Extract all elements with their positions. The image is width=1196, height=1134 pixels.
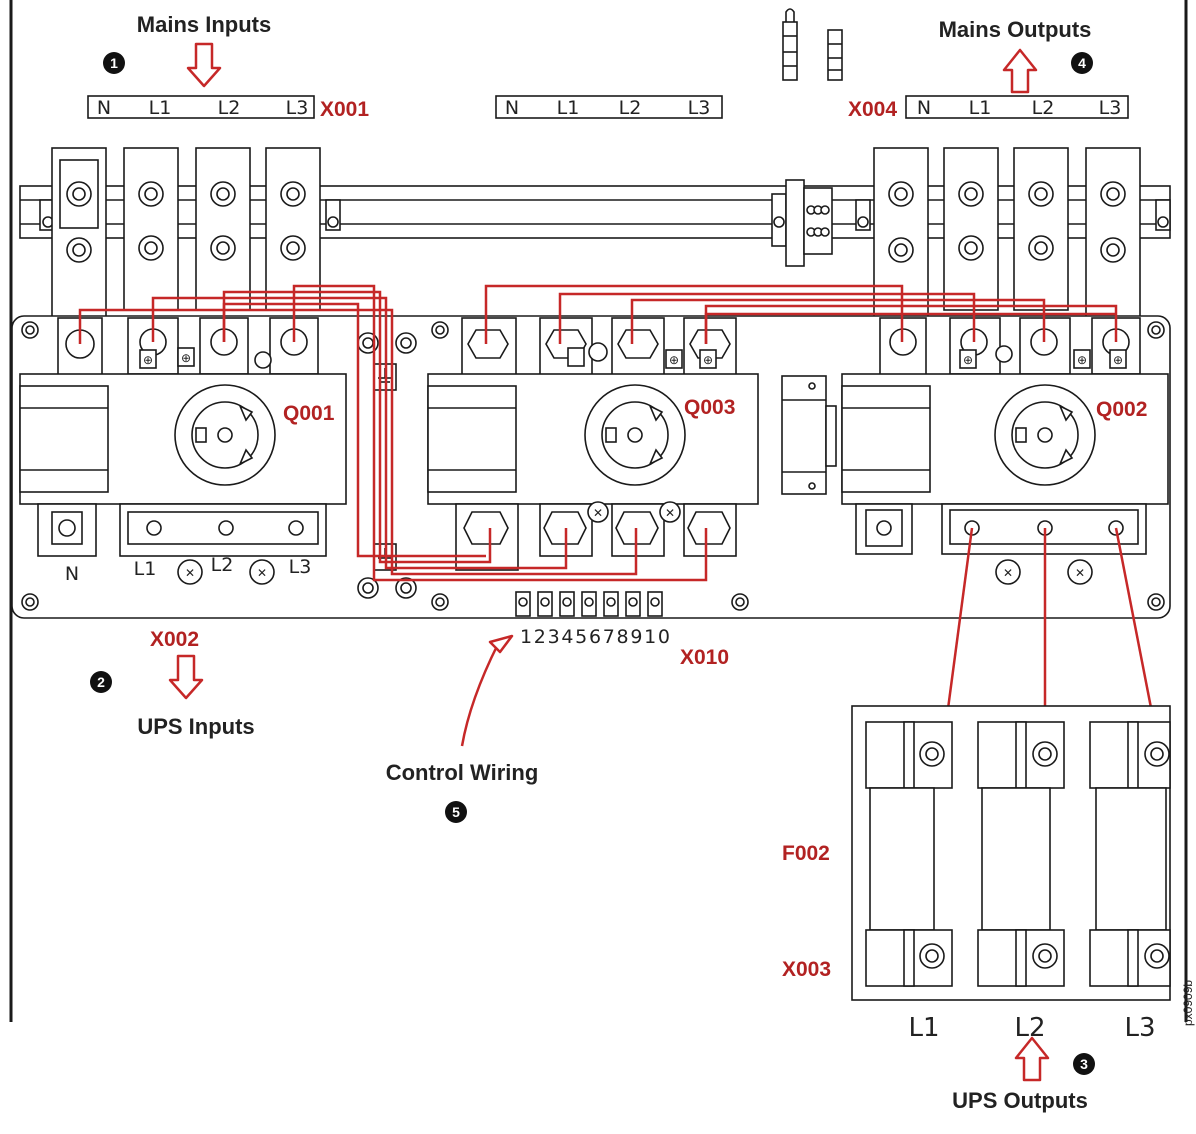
jumper-connector-icon bbox=[782, 8, 843, 81]
switch-q002: ⊕ ⊕ ⊕ ✕ ✕ bbox=[841, 317, 1169, 585]
marker-5: 5 bbox=[445, 801, 467, 823]
terminal-strip-x004: N L1 L2 L3 bbox=[905, 95, 1129, 119]
image-id: px0909b bbox=[1181, 980, 1195, 1026]
ups-inputs-arrow bbox=[168, 654, 204, 700]
marker-3: 3 bbox=[1073, 1053, 1095, 1075]
svg-text:⊕: ⊕ bbox=[181, 351, 191, 365]
svg-text:L2: L2 bbox=[211, 554, 234, 576]
svg-text:✕: ✕ bbox=[185, 566, 195, 580]
svg-text:4: 4 bbox=[1078, 55, 1086, 71]
svg-text:1: 1 bbox=[110, 55, 118, 71]
q001-upper-lugs bbox=[51, 147, 321, 331]
svg-text:⊕: ⊕ bbox=[1077, 353, 1087, 367]
svg-text:⊕: ⊕ bbox=[669, 353, 679, 367]
designator-q001: Q001 bbox=[283, 402, 335, 425]
svg-text:⊕: ⊕ bbox=[1113, 353, 1123, 367]
mains-outputs-arrow bbox=[1002, 48, 1038, 94]
ups-outputs-label: UPS Outputs bbox=[952, 1088, 1088, 1113]
fuse-block: L1 L2 L3 bbox=[851, 705, 1171, 1043]
designator-q003: Q003 bbox=[684, 396, 735, 419]
svg-text:L1: L1 bbox=[908, 1013, 939, 1043]
ups-outputs-arrow bbox=[1014, 1036, 1050, 1082]
mains-inputs-label: Mains Inputs bbox=[137, 12, 271, 37]
svg-text:⊕: ⊕ bbox=[703, 353, 713, 367]
designator-x004: X004 bbox=[848, 98, 897, 121]
svg-text:✕: ✕ bbox=[257, 566, 267, 580]
svg-text:L2: L2 bbox=[218, 97, 241, 119]
wiring-q003-q002 bbox=[484, 284, 1118, 344]
svg-text:✕: ✕ bbox=[593, 506, 603, 520]
designator-x001: X001 bbox=[320, 98, 369, 121]
marker-4: 4 bbox=[1071, 52, 1093, 74]
svg-text:L3: L3 bbox=[286, 97, 309, 119]
marker-2: 2 bbox=[90, 671, 112, 693]
svg-text:12345678910: 12345678910 bbox=[520, 626, 670, 648]
svg-text:N: N bbox=[65, 563, 79, 585]
svg-text:5: 5 bbox=[452, 804, 460, 820]
svg-text:⊕: ⊕ bbox=[963, 353, 973, 367]
terminal-block-x010: 12345678910 bbox=[515, 591, 670, 648]
svg-text:✕: ✕ bbox=[665, 506, 675, 520]
ups-inputs-label: UPS Inputs bbox=[137, 714, 254, 739]
svg-text:L2: L2 bbox=[1014, 1013, 1045, 1043]
svg-text:N: N bbox=[97, 97, 111, 119]
marker-1: 1 bbox=[103, 52, 125, 74]
svg-text:✕: ✕ bbox=[1075, 566, 1085, 580]
rail-terminal-blocks bbox=[771, 179, 833, 267]
svg-text:L1: L1 bbox=[969, 97, 992, 119]
svg-text:N: N bbox=[505, 97, 519, 119]
svg-text:L3: L3 bbox=[1124, 1013, 1155, 1043]
svg-text:L2: L2 bbox=[619, 97, 642, 119]
designator-x010: X010 bbox=[680, 646, 729, 669]
svg-text:L3: L3 bbox=[289, 556, 312, 578]
terminal-strip-middle: N L1 L2 L3 bbox=[495, 95, 723, 119]
svg-text:L1: L1 bbox=[149, 97, 172, 119]
switch-q001: ⊕ ⊕ ✕ ✕ N L1 L2 L3 bbox=[19, 317, 347, 585]
svg-text:2: 2 bbox=[97, 674, 105, 690]
designator-x002: X002 bbox=[150, 628, 199, 651]
svg-text:3: 3 bbox=[1080, 1056, 1088, 1072]
relay-module bbox=[781, 375, 837, 495]
control-wiring-label: Control Wiring bbox=[386, 760, 539, 785]
svg-text:N: N bbox=[917, 97, 931, 119]
mains-inputs-arrow bbox=[186, 42, 222, 88]
svg-text:⊕: ⊕ bbox=[143, 353, 153, 367]
terminal-strip-x001: N L1 L2 L3 bbox=[87, 95, 315, 119]
svg-text:✕: ✕ bbox=[1003, 566, 1013, 580]
designator-f002: F002 bbox=[782, 842, 830, 865]
switch-q003: ⊕ ⊕ ✕ ✕ bbox=[427, 317, 759, 571]
designator-q002: Q002 bbox=[1096, 398, 1147, 421]
mains-outputs-label: Mains Outputs bbox=[939, 17, 1092, 42]
designator-x003: X003 bbox=[782, 958, 831, 981]
svg-text:L1: L1 bbox=[557, 97, 580, 119]
svg-text:L2: L2 bbox=[1032, 97, 1055, 119]
q002-upper-lugs bbox=[873, 147, 1141, 331]
svg-text:L3: L3 bbox=[688, 97, 711, 119]
svg-text:L1: L1 bbox=[134, 558, 157, 580]
wiring-q001-q003 bbox=[78, 284, 708, 582]
control-wiring-pointer bbox=[460, 634, 514, 747]
svg-text:L3: L3 bbox=[1099, 97, 1122, 119]
